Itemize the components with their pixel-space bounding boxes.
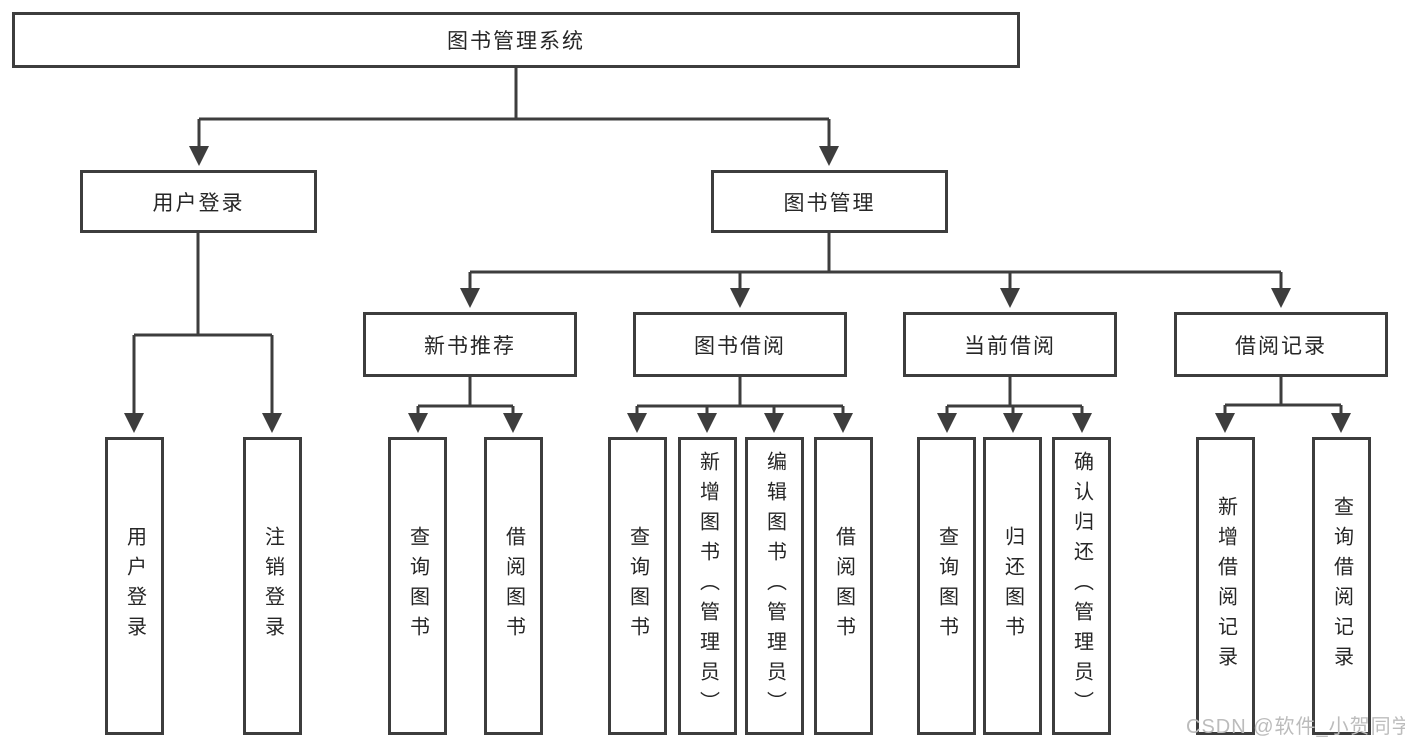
leaf-recommend-borrow-book-label: 借阅图书 xyxy=(502,526,525,646)
leaf-edit-book-admin-label: 编辑图书（管理员） xyxy=(763,451,786,721)
node-user-login: 用户登录 xyxy=(80,170,317,233)
leaf-borrowing-query-book: 查询图书 xyxy=(608,437,667,735)
leaf-confirm-return-admin: 确认归还（管理员） xyxy=(1052,437,1111,735)
node-book-management-label: 图书管理 xyxy=(783,191,876,215)
leaf-recommend-borrow-book: 借阅图书 xyxy=(484,437,543,735)
node-current-borrowing-label: 当前借阅 xyxy=(964,334,1056,358)
leaf-return-book-label: 归还图书 xyxy=(1001,526,1024,646)
leaf-current-query-book-label: 查询图书 xyxy=(935,526,958,646)
leaf-add-book-admin-label: 新增图书（管理员） xyxy=(696,451,719,721)
leaf-recommend-query-book: 查询图书 xyxy=(388,437,447,735)
leaf-return-book: 归还图书 xyxy=(983,437,1042,735)
leaf-current-query-book: 查询图书 xyxy=(917,437,976,735)
leaf-add-book-admin: 新增图书（管理员） xyxy=(678,437,737,735)
leaf-logout: 注销登录 xyxy=(243,437,302,735)
leaf-borrowing-query-book-label: 查询图书 xyxy=(626,526,649,646)
leaf-edit-book-admin: 编辑图书（管理员） xyxy=(745,437,804,735)
csdn-watermark: CSDN @软件_小贺同学 xyxy=(1186,716,1405,738)
leaf-query-borrow-record-label: 查询借阅记录 xyxy=(1330,496,1353,676)
leaf-user-login-label: 用户登录 xyxy=(123,526,146,646)
node-current-borrowing: 当前借阅 xyxy=(903,312,1117,377)
node-root-system-label: 图书管理系统 xyxy=(447,30,585,53)
node-new-book-recommend-label: 新书推荐 xyxy=(424,334,516,358)
node-new-book-recommend: 新书推荐 xyxy=(363,312,577,377)
leaf-logout-label: 注销登录 xyxy=(261,526,284,646)
leaf-borrowing-borrow-book-label: 借阅图书 xyxy=(832,526,855,646)
node-borrowing-records: 借阅记录 xyxy=(1174,312,1388,377)
leaf-borrowing-borrow-book: 借阅图书 xyxy=(814,437,873,735)
leaf-query-borrow-record: 查询借阅记录 xyxy=(1312,437,1371,735)
node-root-system: 图书管理系统 xyxy=(12,12,1020,68)
node-book-management: 图书管理 xyxy=(711,170,948,233)
node-book-borrowing: 图书借阅 xyxy=(633,312,847,377)
node-borrowing-records-label: 借阅记录 xyxy=(1235,334,1327,358)
leaf-recommend-query-book-label: 查询图书 xyxy=(406,526,429,646)
node-user-login-label: 用户登录 xyxy=(152,191,245,215)
leaf-add-borrow-record: 新增借阅记录 xyxy=(1196,437,1255,735)
leaf-confirm-return-admin-label: 确认归还（管理员） xyxy=(1070,451,1093,721)
leaf-user-login: 用户登录 xyxy=(105,437,164,735)
node-book-borrowing-label: 图书借阅 xyxy=(694,334,786,358)
leaf-add-borrow-record-label: 新增借阅记录 xyxy=(1214,496,1237,676)
